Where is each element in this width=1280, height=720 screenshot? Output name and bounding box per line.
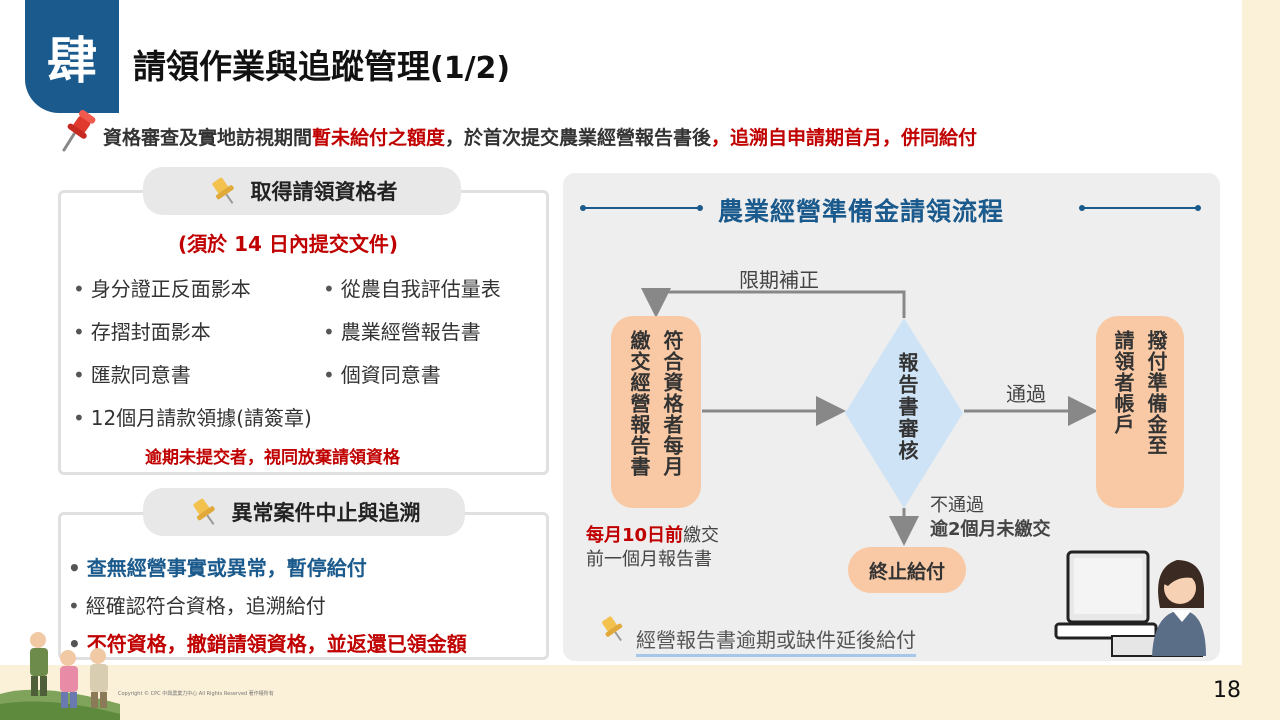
- page-number: 18: [1213, 678, 1241, 703]
- abnormal-heading: 異常案件中止與追溯: [143, 488, 465, 536]
- monthly-deadline: 每月10日前繳交: [586, 521, 719, 547]
- qualify-heading-text: 取得請領資格者: [250, 180, 398, 204]
- abnormal-heading-text: 異常案件中止與追溯: [231, 501, 421, 525]
- top-note: 資格審查及實地訪視期間暫未給付之額度，於首次提交農業經營報告書後，追溯自申請期首…: [103, 123, 977, 150]
- thumbtack-icon: [211, 177, 234, 204]
- pay-account-box: 撥付準備金至 請領者帳戶: [1096, 316, 1184, 508]
- fail-label: 不通過: [930, 495, 984, 516]
- thumbtack-icon: [602, 616, 623, 642]
- pass-label: 通過: [1006, 382, 1046, 406]
- fail-condition: 逾2個月未繳交: [930, 519, 1051, 540]
- monthly-deadline-strong: 每月10日前: [586, 525, 684, 546]
- pushpin-icon: [62, 110, 96, 152]
- note-part2: 暫未給付之額度: [312, 127, 446, 149]
- qualify-item: 12個月請款領據(請簽章): [73, 402, 312, 431]
- qualify-item: 農業經營報告書: [323, 316, 481, 345]
- note-part1: 資格審查及實地訪視期間: [103, 127, 313, 149]
- submit-report-box: 符合資格者每月 繳交經營報告書: [611, 316, 701, 508]
- title-sub: (1/2): [430, 51, 511, 86]
- pay-col2: 請領者帳戶: [1111, 330, 1135, 435]
- review-diamond-text: 報告書審核: [895, 352, 919, 462]
- thumbtack-icon: [192, 498, 215, 525]
- qualify-item: 個資同意書: [323, 359, 441, 388]
- qualify-item: 存摺封面影本: [73, 316, 211, 345]
- bottom-note: 經營報告書逾期或缺件延後給付: [636, 624, 916, 657]
- abnormal-item: 經確認符合資格，追溯給付: [68, 590, 326, 619]
- office-worker-illustration: [1054, 550, 1206, 657]
- note-part3: ，於首次提交農業經營報告書後: [445, 127, 712, 149]
- submit-col2: 繳交經營報告書: [627, 330, 651, 477]
- qualify-item: 從農自我評估量表: [323, 273, 501, 302]
- farmers-illustration: [0, 632, 120, 720]
- qualify-warning: 逾期未提交者，視同放棄請領資格: [145, 448, 400, 468]
- correction-label: 限期補正: [739, 268, 819, 292]
- qualify-deadline: (須於 14 日內提交文件): [178, 232, 399, 256]
- qualify-heading: 取得請領資格者: [143, 167, 461, 215]
- page-title: 請領作業與追蹤管理(1/2): [133, 40, 510, 88]
- note-part4: ，追溯自申請期首月，併同給付: [711, 127, 978, 149]
- qualify-item: 匯款同意書: [73, 359, 191, 388]
- pay-col1: 撥付準備金至: [1144, 330, 1168, 456]
- submit-col1: 符合資格者每月: [660, 330, 684, 477]
- stop-payment-box: 終止給付: [848, 547, 966, 593]
- section-badge: 肆: [25, 0, 119, 113]
- abnormal-item: 查無經營事實或異常，暫停給付: [68, 552, 367, 581]
- flow-title: 農業經營準備金請領流程: [718, 197, 1005, 226]
- abnormal-item: 不符資格，撤銷請領資格，並返還已領金額: [68, 628, 467, 657]
- copyright: Copyright © CPC 中興農業力中心 All Rights Reser…: [118, 691, 274, 697]
- monthly-deadline-rest: 繳交: [683, 525, 720, 546]
- qualify-item: 身分證正反面影本: [73, 273, 251, 302]
- monthly-line2: 前一個月報告書: [586, 549, 712, 570]
- title-main: 請領作業與追蹤管理: [133, 47, 430, 86]
